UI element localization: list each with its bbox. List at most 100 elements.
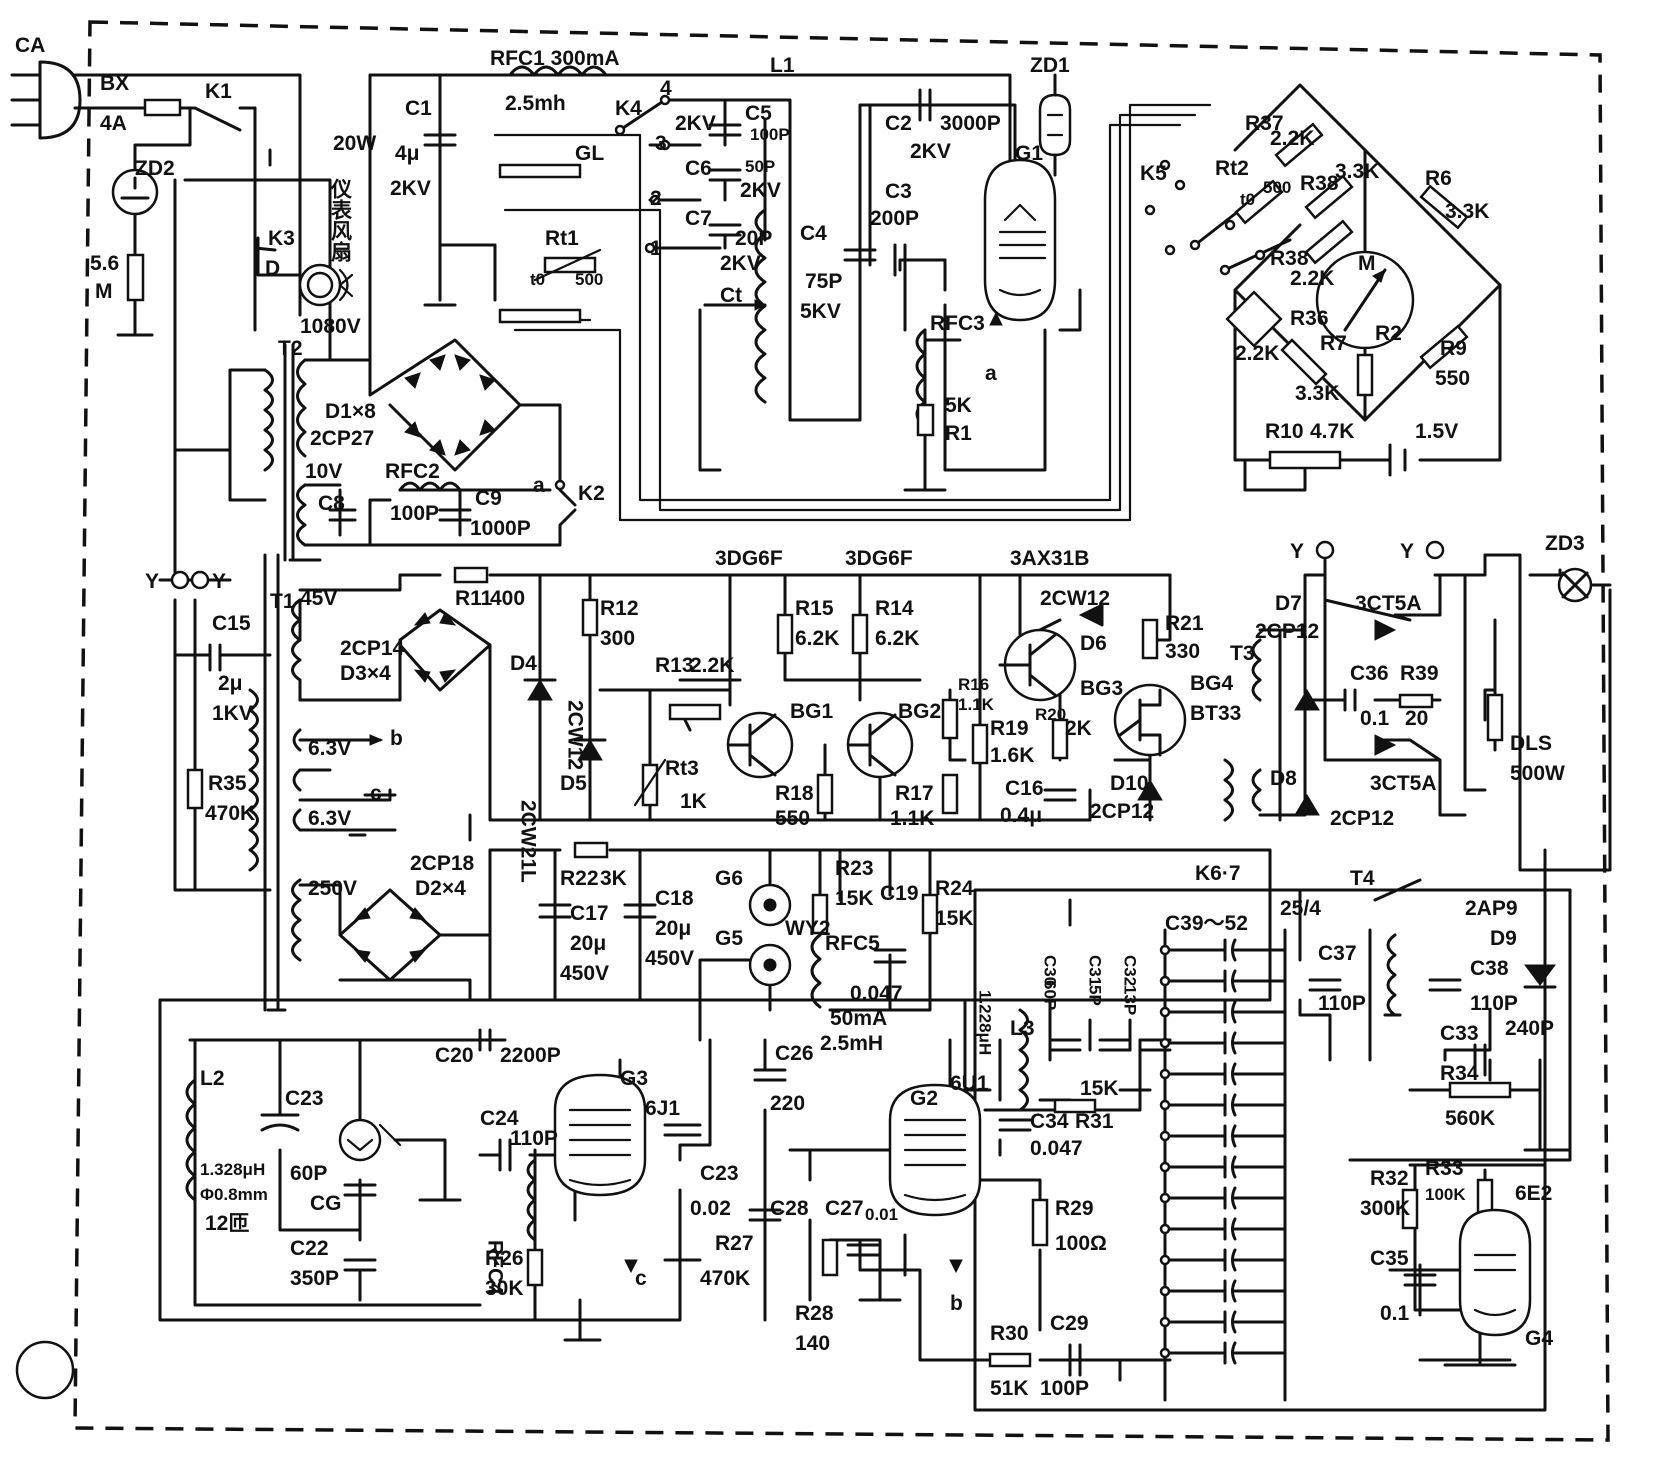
label-r34-val: 560K bbox=[1445, 1107, 1495, 1130]
label-r26-val: 30K bbox=[485, 1277, 524, 1300]
label-k4: K4 bbox=[615, 97, 642, 120]
label-k4-pos4: 4 bbox=[660, 77, 672, 100]
label-k3: K3 bbox=[268, 227, 295, 250]
r39-resistor-icon bbox=[1398, 693, 1434, 709]
r20-resistor-icon bbox=[1051, 718, 1069, 760]
c26-capacitor-icon bbox=[753, 1068, 787, 1082]
r23-resistor-icon bbox=[811, 893, 829, 935]
label-m: M bbox=[1358, 252, 1376, 275]
label-rt3: Rt3 bbox=[665, 757, 699, 780]
bank-switch-contact bbox=[1159, 1037, 1171, 1049]
c1-capacitor-icon bbox=[423, 133, 457, 307]
bg2-transistor-icon bbox=[846, 711, 914, 779]
label-r38a-val: 3.3K bbox=[1335, 160, 1379, 183]
label-k4-pos2: 2 bbox=[650, 187, 662, 210]
enclosure-outline bbox=[73, 20, 1610, 1442]
label-t2-10v: 10V bbox=[305, 460, 342, 483]
k5-switch-icon bbox=[1144, 159, 1266, 276]
l1-tank-coil-icon bbox=[754, 208, 767, 404]
label-r30-val: 51K bbox=[990, 1377, 1029, 1400]
label-r26: R26 bbox=[485, 1247, 524, 1270]
label-t2-hv: 1080V bbox=[300, 315, 361, 338]
c35-capacitor-icon bbox=[1403, 1273, 1437, 1287]
bank-switch-contact bbox=[1159, 1068, 1171, 1080]
label-fan-power: 20W bbox=[333, 132, 376, 155]
label-cg: CG bbox=[310, 1192, 342, 1215]
label-r36: R36 bbox=[1290, 307, 1329, 330]
c3-capacitor-icon bbox=[893, 243, 907, 277]
label-rfc2: RFC2 bbox=[385, 460, 440, 483]
label-rfc3: RFC3 bbox=[930, 312, 985, 335]
label-zd2: ZD2 bbox=[135, 157, 175, 180]
bank-switch-contact bbox=[1159, 1316, 1171, 1328]
label-d4-type: 2CW21L bbox=[517, 800, 540, 883]
label-y1: Y bbox=[145, 570, 159, 593]
label-t1-6v3b: 6.3V bbox=[308, 807, 351, 830]
t2-primary-coil-icon bbox=[263, 368, 274, 472]
label-c7: C7 bbox=[685, 207, 712, 230]
c23b-capacitor-icon bbox=[663, 1123, 702, 1137]
label-c4-kv: 5KV bbox=[800, 300, 841, 323]
c15-capacitor-icon bbox=[173, 643, 272, 672]
r21-resistor-icon bbox=[1141, 618, 1159, 660]
label-node-b1: b bbox=[390, 727, 403, 750]
c17-c18-capacitors-icon bbox=[538, 903, 657, 919]
y-terminal-right-2[interactable] bbox=[1425, 540, 1445, 560]
figure-number-circle bbox=[15, 1340, 75, 1400]
r27-resistor-icon bbox=[821, 1238, 839, 1277]
label-bg3-type: 3AX31B bbox=[1010, 547, 1089, 570]
label-c24-val: 110P bbox=[510, 1127, 558, 1150]
bank-capacitor bbox=[1168, 1310, 1287, 1334]
label-t1-45v: 45V bbox=[300, 587, 337, 610]
label-gl: GL bbox=[575, 142, 604, 165]
label-c30-val: 60P bbox=[1041, 980, 1060, 1010]
label-d6-type: 2CW12 bbox=[1040, 587, 1110, 610]
label-c23b: C23 bbox=[700, 1162, 739, 1185]
r30-resistor-icon bbox=[988, 1352, 1032, 1368]
label-r29: R29 bbox=[1055, 1197, 1094, 1220]
bank-capacitor bbox=[1168, 1248, 1287, 1272]
label-c7-val: 20P bbox=[735, 227, 772, 250]
label-c2: C2 bbox=[885, 112, 912, 135]
label-r39: R39 bbox=[1400, 662, 1439, 685]
label-l2-turns: 12匝 bbox=[205, 1212, 249, 1235]
c16-capacitor-icon bbox=[1043, 788, 1077, 802]
label-battery: 1.5V bbox=[1415, 420, 1458, 443]
rfc5-choke-icon bbox=[810, 933, 822, 1009]
label-bg4: BG4 bbox=[1190, 672, 1234, 695]
y-terminal-left-1[interactable] bbox=[170, 570, 190, 590]
label-c4: C4 bbox=[800, 222, 827, 245]
label-r16: R16 bbox=[958, 675, 989, 694]
y-terminal-left-2[interactable] bbox=[190, 570, 210, 590]
label-c32-val: 13P bbox=[1121, 985, 1140, 1015]
label-ratio: 25/4 bbox=[1280, 897, 1321, 920]
c23-capacitor-icon bbox=[260, 1113, 300, 1132]
bank-capacitor bbox=[1168, 1217, 1287, 1241]
label-c1-val2: 2KV bbox=[390, 177, 431, 200]
labels: CA BX 4A K1 ZD2 5.6 M K3 D 20W 仪表风扇 1080… bbox=[15, 34, 1585, 1400]
label-l2-val: 1.328μH bbox=[200, 1160, 265, 1179]
label-c5-kv: 2KV bbox=[675, 112, 716, 135]
r32-resistor-icon bbox=[1401, 1188, 1419, 1230]
g4-tuning-indicator-tube-icon bbox=[1458, 1208, 1532, 1337]
label-d1: D1×8 bbox=[325, 400, 376, 423]
label-r21: R21 bbox=[1165, 612, 1204, 635]
bg4-ujt-icon bbox=[1113, 683, 1187, 757]
label-d8-type: 2CP12 bbox=[1330, 807, 1394, 830]
label-c22-val: 350P bbox=[290, 1267, 339, 1290]
label-c9: C9 bbox=[475, 487, 502, 510]
label-c33: C33 bbox=[1440, 1022, 1479, 1045]
label-node-a1: a bbox=[533, 474, 545, 497]
label-c28: C28 bbox=[770, 1197, 809, 1220]
label-c26: C26 bbox=[775, 1042, 814, 1065]
r18-resistor-icon bbox=[816, 773, 834, 815]
bank-capacitor bbox=[1168, 969, 1287, 993]
bank-switch-contact bbox=[1159, 975, 1171, 987]
label-c35-val: 0.1 bbox=[1380, 1302, 1410, 1325]
label-c27-val: 0.01 bbox=[865, 1205, 898, 1224]
rt3-thermistor-icon bbox=[641, 763, 659, 807]
label-r14-val: 6.2K bbox=[875, 627, 919, 650]
label-zd1: ZD1 bbox=[1030, 54, 1070, 77]
y-terminal-right-1[interactable] bbox=[1315, 540, 1335, 560]
label-r19-val: 1.6K bbox=[990, 744, 1034, 767]
